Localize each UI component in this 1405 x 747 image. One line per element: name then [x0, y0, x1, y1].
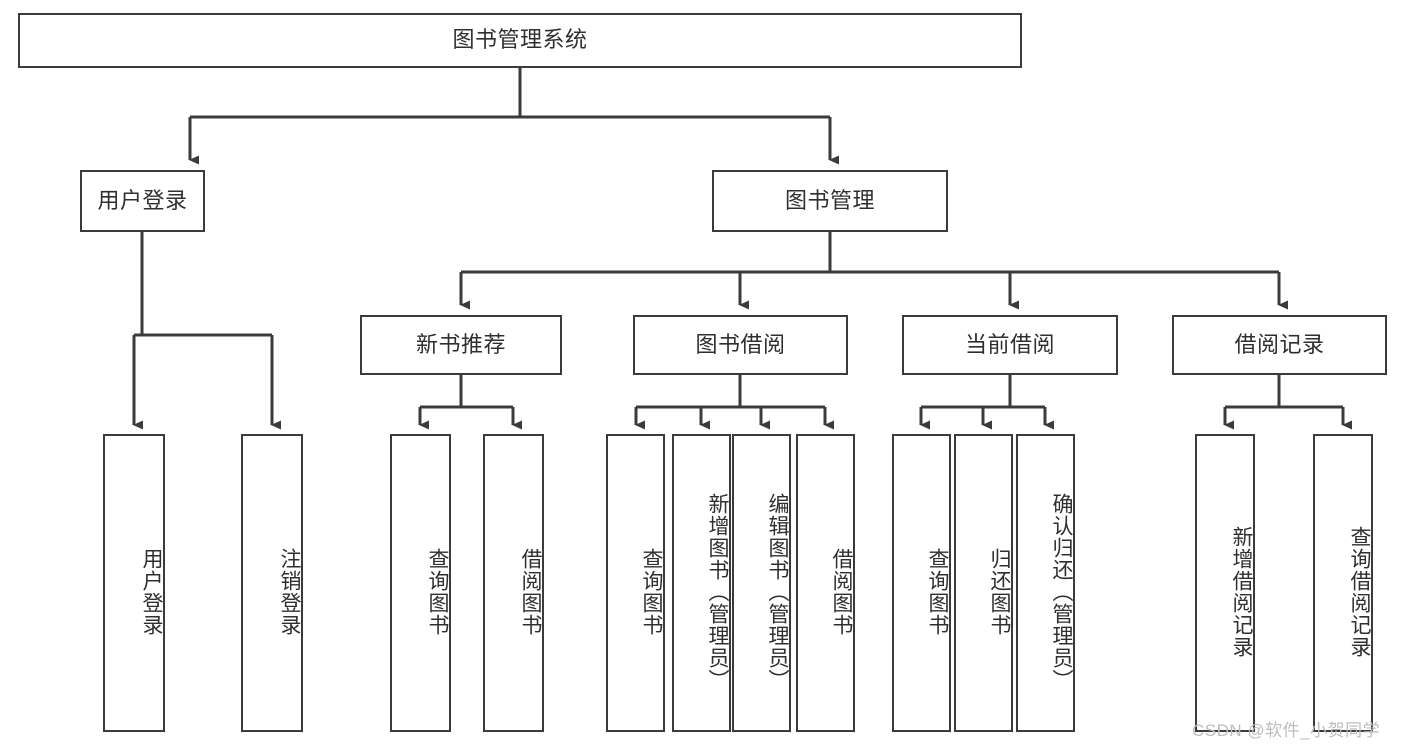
leaf-borrow-query-book[interactable]: 查询图书 — [606, 434, 665, 732]
node-label: 新增图书（管理员） — [706, 493, 729, 691]
leaf-record-query-borrow-record[interactable]: 查询借阅记录 — [1313, 434, 1373, 732]
node-label: 注销登录 — [278, 548, 301, 636]
node-label: 查询图书 — [926, 548, 949, 636]
node-current-borrow[interactable]: 当前借阅 — [902, 315, 1118, 375]
node-label: 用户登录 — [97, 187, 188, 213]
csdn-watermark: CSDN @软件_小贺同学 — [1192, 721, 1381, 740]
leaf-user-login[interactable]: 用户登录 — [103, 434, 165, 732]
node-user-login[interactable]: 用户登录 — [80, 170, 205, 232]
leaf-recommend-query-book[interactable]: 查询图书 — [390, 434, 451, 732]
node-label: 图书借阅 — [695, 331, 786, 357]
node-label: 图书管理系统 — [452, 27, 588, 53]
node-label: 查询图书 — [640, 548, 663, 636]
leaf-borrow-borrow-book[interactable]: 借阅图书 — [796, 434, 855, 732]
node-label: 查询借阅记录 — [1348, 526, 1371, 658]
node-new-book-recommend[interactable]: 新书推荐 — [360, 315, 562, 375]
leaf-borrow-add-book-admin[interactable]: 新增图书（管理员） — [672, 434, 731, 732]
node-label: 借阅图书 — [519, 548, 542, 636]
node-label: 新增借阅记录 — [1230, 526, 1253, 658]
node-book-borrow[interactable]: 图书借阅 — [633, 315, 848, 375]
node-root-system[interactable]: 图书管理系统 — [18, 13, 1022, 68]
leaf-record-add-borrow-record[interactable]: 新增借阅记录 — [1195, 434, 1255, 732]
node-label: 归还图书 — [988, 548, 1011, 636]
leaf-borrow-edit-book-admin[interactable]: 编辑图书（管理员） — [732, 434, 791, 732]
node-label: 当前借阅 — [964, 331, 1055, 357]
node-label: 查询图书 — [426, 548, 449, 636]
node-label: 借阅记录 — [1234, 331, 1325, 357]
node-label: 确认归还（管理员） — [1050, 493, 1073, 691]
leaf-current-confirm-return-admin[interactable]: 确认归还（管理员） — [1016, 434, 1075, 732]
node-label: 图书管理 — [784, 187, 875, 213]
node-label: 借阅图书 — [830, 548, 853, 636]
leaf-current-return-book[interactable]: 归还图书 — [954, 434, 1013, 732]
node-label: 新书推荐 — [415, 331, 506, 357]
leaf-logout[interactable]: 注销登录 — [241, 434, 303, 732]
leaf-recommend-borrow-book[interactable]: 借阅图书 — [483, 434, 544, 732]
leaf-current-query-book[interactable]: 查询图书 — [892, 434, 951, 732]
node-book-management[interactable]: 图书管理 — [712, 170, 948, 232]
node-borrow-record[interactable]: 借阅记录 — [1172, 315, 1387, 375]
node-label: 用户登录 — [140, 548, 163, 636]
node-label: 编辑图书（管理员） — [766, 493, 789, 691]
